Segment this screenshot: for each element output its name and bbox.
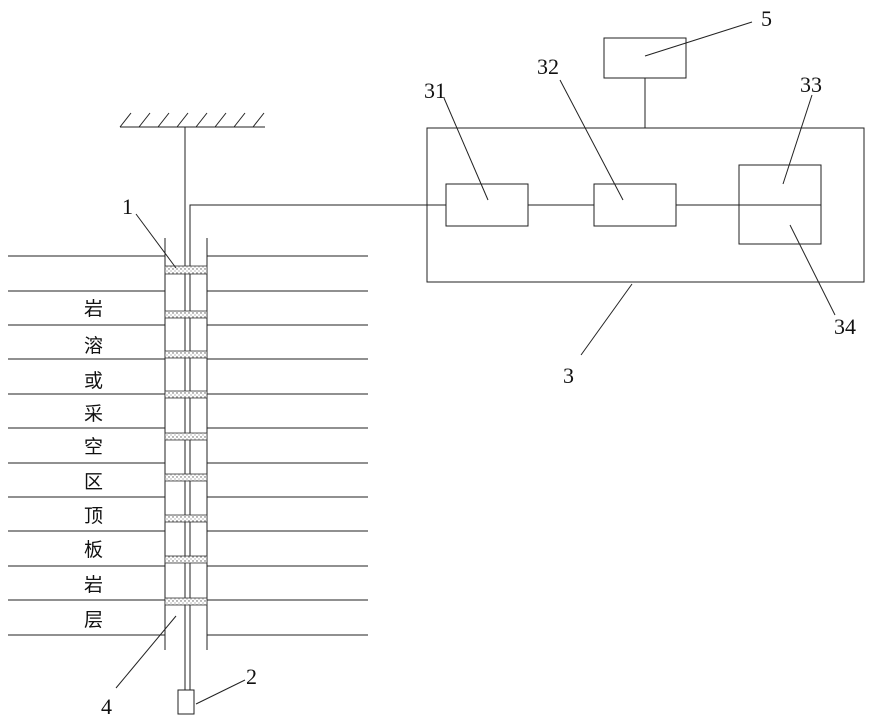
rock-stratum-text: 岩 溶 或 采 空 区 顶 板 岩 层 bbox=[84, 298, 103, 631]
label-3: 3 bbox=[563, 363, 574, 388]
rock-char: 顶 bbox=[84, 505, 103, 527]
label-2: 2 bbox=[246, 664, 257, 689]
label-4: 4 bbox=[101, 694, 112, 719]
leader-lines bbox=[116, 22, 835, 704]
fixed-support-hatch bbox=[120, 113, 265, 127]
signal-cable bbox=[190, 205, 446, 690]
module-32-box bbox=[594, 184, 676, 226]
label-5: 5 bbox=[761, 6, 772, 31]
rock-char: 岩 bbox=[84, 298, 103, 320]
rock-char: 区 bbox=[84, 471, 103, 493]
label-31: 31 bbox=[424, 78, 446, 103]
device-5-box bbox=[604, 38, 686, 78]
label-1: 1 bbox=[122, 194, 133, 219]
label-33: 33 bbox=[800, 72, 822, 97]
rock-char: 或 bbox=[84, 370, 103, 392]
rock-char: 空 bbox=[84, 436, 103, 458]
module-31-box bbox=[446, 184, 528, 226]
rock-char: 层 bbox=[84, 609, 103, 631]
sensor-box bbox=[178, 690, 194, 714]
label-32: 32 bbox=[537, 54, 559, 79]
rock-char: 溶 bbox=[84, 335, 103, 357]
rock-char: 板 bbox=[84, 539, 103, 561]
label-34: 34 bbox=[834, 314, 856, 339]
grout-plugs bbox=[165, 266, 207, 605]
rock-char: 岩 bbox=[84, 574, 103, 596]
rock-char: 采 bbox=[84, 403, 103, 425]
